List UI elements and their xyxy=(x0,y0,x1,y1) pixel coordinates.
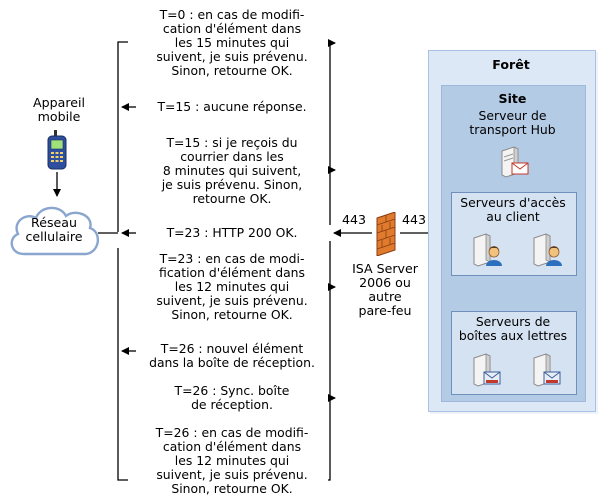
message-line: dans la boîte de réception. xyxy=(149,355,315,370)
hub-label: Serveur de transport Hub xyxy=(441,109,584,137)
mobile-phone-icon xyxy=(47,130,67,170)
network-label-line1: Réseau xyxy=(31,215,77,230)
message-line: T=26 : Sync. boîte xyxy=(174,383,290,398)
port-left-label: 443 xyxy=(341,212,367,227)
message-7: T=26 : Sync. boîte de réception. xyxy=(136,384,328,412)
message-line: les 15 minutes qui xyxy=(174,35,290,50)
message-line: T=26 : nouvel élément xyxy=(160,341,304,356)
hub-label-line: Serveur de xyxy=(478,108,547,123)
message-line: Sinon, retourne OK. xyxy=(171,307,293,322)
message-line: de réception. xyxy=(191,397,273,412)
firewall-label: ISA Server 2006 ou autre pare-feu xyxy=(340,262,430,318)
device-label-line1: Appareil xyxy=(33,95,85,110)
message-5: T=23 : en cas de modi- fication d'élémen… xyxy=(136,252,328,322)
message-line: cation d'élément dans xyxy=(162,21,302,36)
message-line: T=15 : si je reçois du xyxy=(166,135,298,150)
message-4: T=23 : HTTP 200 OK. xyxy=(136,226,328,240)
forest-title: Forêt xyxy=(492,57,530,72)
mailbox-server-icon xyxy=(473,353,501,387)
message-1: T=0 : en cas de modifi- cation d'élément… xyxy=(136,8,328,78)
site-title: Site xyxy=(498,91,527,106)
message-line: suivent, je suis prévenu. xyxy=(156,293,308,308)
hub-label-line: transport Hub xyxy=(469,122,556,137)
message-line: T=23 : en cas de modi- xyxy=(159,251,305,266)
message-line: Sinon, retourne OK. xyxy=(171,481,293,496)
message-line: suivent, je suis prévenu. xyxy=(156,467,308,482)
port-right-label: 443 xyxy=(401,212,427,227)
cas-label: Serveurs d'accès au client xyxy=(451,196,575,224)
client-access-server-icon xyxy=(473,233,502,267)
message-line: T=0 : en cas de modifi- xyxy=(159,7,305,22)
message-line: les 12 minutes qui xyxy=(174,279,290,294)
network-label-line2: cellulaire xyxy=(25,229,83,244)
firewall-icon xyxy=(376,212,396,256)
message-line: les 12 minutes qui xyxy=(174,453,290,468)
client-access-server-icon-2 xyxy=(533,233,562,267)
message-line: courrier dans les xyxy=(180,149,284,164)
message-line: cation d'élément dans xyxy=(162,439,302,454)
cas-label-line: Serveurs d'accès xyxy=(460,195,566,210)
firewall-label-line: 2006 ou xyxy=(359,275,411,290)
message-line: Sinon, retourne OK. xyxy=(171,63,293,78)
mailbox-server-icon-2 xyxy=(533,353,561,387)
message-line: T=26 : en cas de modifi- xyxy=(155,425,309,440)
device-label: Appareil mobile xyxy=(14,96,104,124)
message-2: T=15 : aucune réponse. xyxy=(136,100,328,114)
message-line: fication d'élément dans xyxy=(159,265,305,280)
firewall-label-line: autre xyxy=(368,289,402,304)
mailbox-label-line: boîtes aux lettres xyxy=(458,328,568,343)
firewall-label-line: ISA Server xyxy=(352,261,418,276)
message-line: je suis prévenu. Sinon, xyxy=(161,177,303,192)
message-line: 8 minutes qui suivent, xyxy=(162,163,302,178)
cloud-icon xyxy=(10,206,99,256)
left-bracket-line-lower xyxy=(117,248,128,481)
message-line: T=15 : aucune réponse. xyxy=(157,99,307,114)
cas-label-line: au client xyxy=(486,209,540,224)
mailbox-label: Serveurs de boîtes aux lettres xyxy=(451,315,575,343)
message-line: suivent, je suis prévenu. xyxy=(156,49,308,64)
message-line: T=23 : HTTP 200 OK. xyxy=(166,225,298,240)
message-line: retourne OK. xyxy=(192,191,272,206)
device-label-line2: mobile xyxy=(37,109,81,124)
message-6: T=26 : nouvel élément dans la boîte de r… xyxy=(136,342,328,370)
network-label: Réseau cellulaire xyxy=(14,216,94,244)
message-3: T=15 : si je reçois du courrier dans les… xyxy=(136,136,328,206)
hub-transport-server-icon xyxy=(501,146,529,178)
message-8: T=26 : en cas de modifi- cation d'élémen… xyxy=(136,426,328,496)
mailbox-label-line: Serveurs de xyxy=(475,314,551,329)
firewall-label-line: pare-feu xyxy=(358,303,412,318)
left-bracket-line xyxy=(117,41,128,232)
